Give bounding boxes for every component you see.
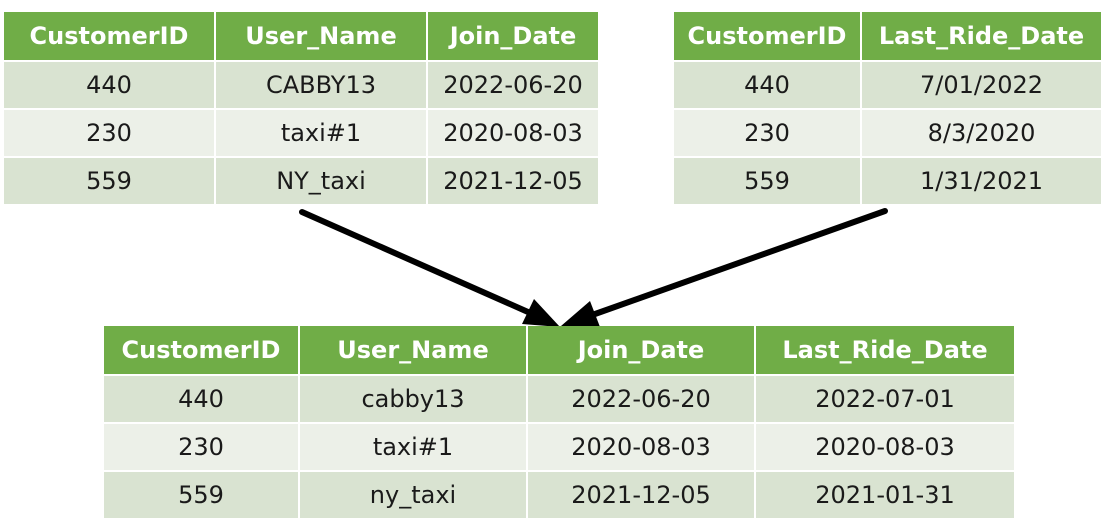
table-cell: 2022-07-01 xyxy=(756,376,1014,424)
table-cell: 2020-08-03 xyxy=(428,110,598,158)
table-cell: 2021-12-05 xyxy=(528,472,756,520)
arrow-left-to-merged-icon xyxy=(299,209,560,327)
table-cell: 7/01/2022 xyxy=(862,62,1101,110)
table-row: 440 cabby13 2022-06-20 2022-07-01 xyxy=(104,376,1014,424)
column-header-customerid: CustomerID xyxy=(104,326,300,376)
table-cell: 2020-08-03 xyxy=(756,424,1014,472)
table-cell: 1/31/2021 xyxy=(862,158,1101,206)
table-cell: 2021-01-31 xyxy=(756,472,1014,520)
table-cell: 440 xyxy=(4,62,216,110)
table-cell: 2021-12-05 xyxy=(428,158,598,206)
column-header-user-name: User_Name xyxy=(300,326,528,376)
table-cell: 2020-08-03 xyxy=(528,424,756,472)
table-cell: 230 xyxy=(674,110,862,158)
table-header-row: CustomerID User_Name Join_Date xyxy=(4,12,598,62)
table-cell: 559 xyxy=(674,158,862,206)
table-row: 559 NY_taxi 2021-12-05 xyxy=(4,158,598,206)
table-row: 230 taxi#1 2020-08-03 xyxy=(4,110,598,158)
table-cell: 8/3/2020 xyxy=(862,110,1101,158)
table-cell: 230 xyxy=(104,424,300,472)
table-cell: 559 xyxy=(4,158,216,206)
table-row: 559 1/31/2021 xyxy=(674,158,1101,206)
table-cell: 230 xyxy=(4,110,216,158)
table-cell: CABBY13 xyxy=(216,62,428,110)
column-header-join-date: Join_Date xyxy=(528,326,756,376)
table-cell: 440 xyxy=(104,376,300,424)
column-header-customerid: CustomerID xyxy=(4,12,216,62)
column-header-user-name: User_Name xyxy=(216,12,428,62)
table-cell: NY_taxi xyxy=(216,158,428,206)
table-cell: 559 xyxy=(104,472,300,520)
column-header-last-ride-date: Last_Ride_Date xyxy=(862,12,1101,62)
column-header-last-ride-date: Last_Ride_Date xyxy=(756,326,1014,376)
table-cell: 2022-06-20 xyxy=(528,376,756,424)
table-header-row: CustomerID User_Name Join_Date Last_Ride… xyxy=(104,326,1014,376)
table-row: 440 CABBY13 2022-06-20 xyxy=(4,62,598,110)
merged-table: CustomerID User_Name Join_Date Last_Ride… xyxy=(104,326,1014,520)
table-row: 230 taxi#1 2020-08-03 2020-08-03 xyxy=(104,424,1014,472)
table-cell: 2022-06-20 xyxy=(428,62,598,110)
arrow-right-to-merged-icon xyxy=(561,208,888,327)
table-cell: 440 xyxy=(674,62,862,110)
table-row: 559 ny_taxi 2021-12-05 2021-01-31 xyxy=(104,472,1014,520)
rides-table: CustomerID Last_Ride_Date 440 7/01/2022 … xyxy=(674,12,1101,206)
table-header-row: CustomerID Last_Ride_Date xyxy=(674,12,1101,62)
table-cell: taxi#1 xyxy=(300,424,528,472)
customers-table: CustomerID User_Name Join_Date 440 CABBY… xyxy=(4,12,598,206)
table-cell: taxi#1 xyxy=(216,110,428,158)
column-header-customerid: CustomerID xyxy=(674,12,862,62)
column-header-join-date: Join_Date xyxy=(428,12,598,62)
table-row: 440 7/01/2022 xyxy=(674,62,1101,110)
table-cell: cabby13 xyxy=(300,376,528,424)
table-row: 230 8/3/2020 xyxy=(674,110,1101,158)
table-cell: ny_taxi xyxy=(300,472,528,520)
